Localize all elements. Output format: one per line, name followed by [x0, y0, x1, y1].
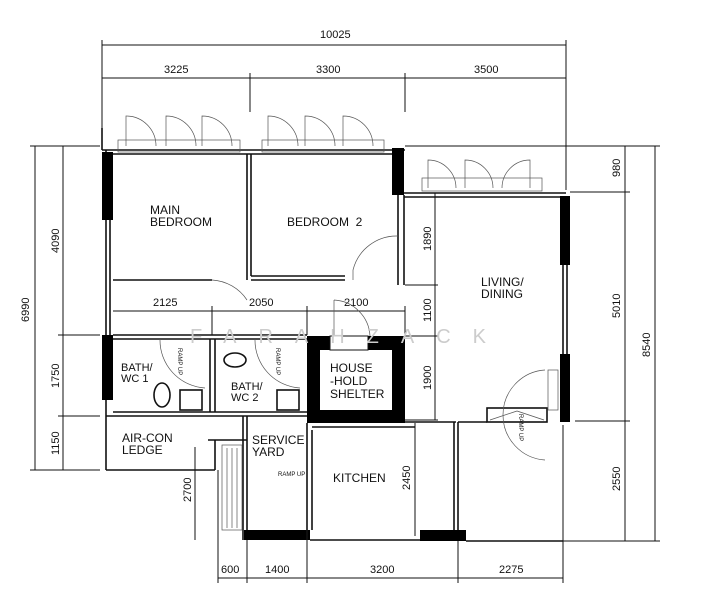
toilet-icon [153, 382, 171, 408]
watermark: FARAHZACK [190, 326, 508, 348]
room-label-main-bedroom: BEDROOM [150, 215, 212, 229]
dimension-lines [30, 40, 660, 583]
dim-right-1: 980 [611, 159, 623, 177]
dim-left-1: 4090 [50, 229, 62, 253]
ramp-label: RAMP UP [274, 348, 280, 375]
dim-mid-v-2: 1100 [422, 298, 434, 322]
dim-kitchen-height: 2450 [401, 466, 413, 490]
dim-left-overall: 6990 [20, 298, 32, 322]
dim-service-yard-height: 2700 [182, 478, 194, 502]
dim-top-overall: 10025 [320, 29, 351, 41]
room-label-living-dining: DINING [481, 287, 523, 301]
room-label-aircon-ledge: AIR-CON [122, 431, 173, 445]
doors [159, 235, 559, 461]
room-label-bath-wc1: WC 1 [121, 373, 149, 385]
room-label-bedroom-2: BEDROOM 2 [287, 215, 363, 229]
dim-top-2: 3300 [316, 64, 340, 76]
dim-right-2: 5010 [611, 294, 623, 318]
dim-bottom-1: 600 [221, 564, 239, 576]
room-label-kitchen: KITCHEN [333, 471, 386, 485]
room-label-shelter: HOUSE [330, 361, 373, 375]
dim-top-1: 3225 [164, 64, 188, 76]
room-label-bath-wc2: BATH/ [231, 381, 264, 393]
fixtures [153, 352, 300, 411]
windows [117, 115, 543, 192]
dim-right-overall: 8540 [641, 333, 653, 357]
dim-mid-v-1: 1890 [422, 227, 434, 251]
dim-left-2: 1750 [50, 364, 62, 388]
sink-icon [179, 389, 203, 411]
dim-mid-v-3: 1900 [422, 366, 434, 390]
room-label-aircon-ledge: LEDGE [122, 443, 163, 457]
ramp-label: RAMP UP [176, 348, 182, 375]
room-label-living-dining: LIVING/ [481, 275, 524, 289]
ramp-label: RAMP UP [278, 472, 305, 478]
dim-mid-h-2: 2050 [249, 297, 273, 309]
toilet-icon [223, 352, 247, 368]
room-label-bath-wc2: WC 2 [231, 392, 259, 404]
room-label-shelter: -HOLD [330, 374, 368, 388]
dim-top-3: 3500 [474, 64, 498, 76]
dim-mid-h-3: 2100 [344, 297, 368, 309]
dim-mid-h-1: 2125 [153, 297, 177, 309]
room-label-shelter: SHELTER [330, 387, 385, 401]
room-label-service-yard: YARD [252, 445, 285, 459]
room-label-service-yard: SERVICE [252, 433, 304, 447]
room-label-main-bedroom: MAIN [150, 203, 180, 217]
dim-bottom-3: 3200 [370, 564, 394, 576]
sink-icon [276, 389, 300, 411]
dim-bottom-4: 2275 [499, 564, 523, 576]
walls [101, 128, 570, 542]
dim-right-3: 2550 [611, 467, 623, 491]
ramp-label: RAMP UP [517, 414, 523, 441]
dim-bottom-2: 1400 [265, 564, 289, 576]
dim-left-3: 1150 [50, 431, 62, 455]
room-label-bath-wc1: BATH/ [121, 362, 154, 374]
